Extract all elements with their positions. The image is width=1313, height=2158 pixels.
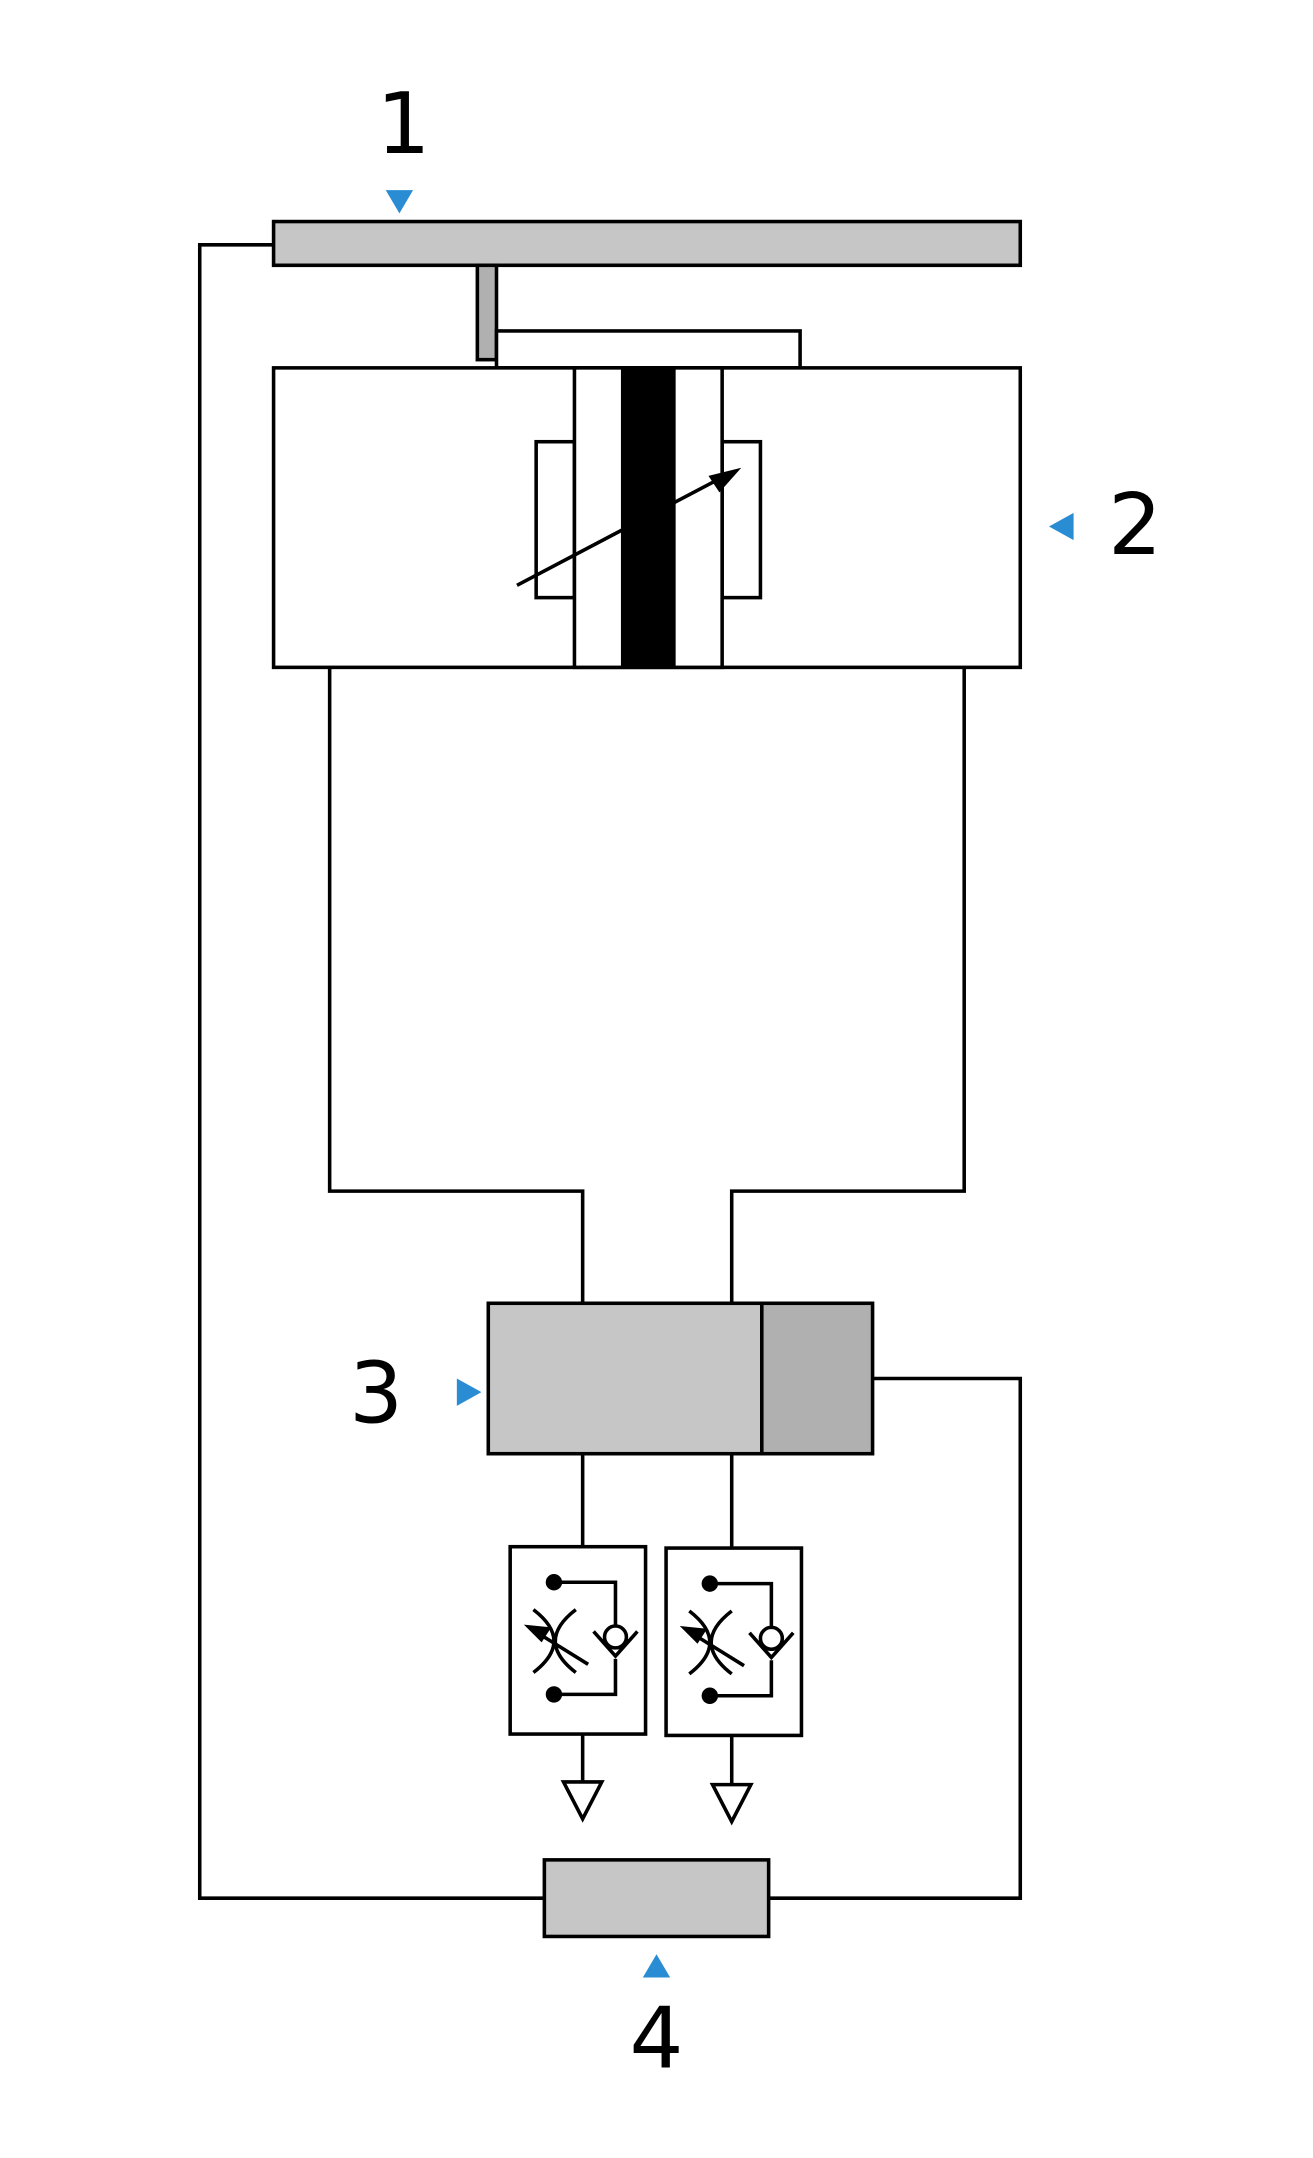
throttle-check-valve-icon [508, 1544, 648, 1736]
marker-4-icon [642, 1954, 671, 1978]
label-3: 3 [349, 1343, 403, 1442]
feedback-line-right [768, 1376, 1023, 1900]
label-2: 2 [1108, 475, 1162, 574]
cylinder-cap [494, 329, 802, 370]
component-1-bar [271, 219, 1023, 268]
pipe-right [729, 667, 966, 1304]
component-3-actuator [760, 1301, 875, 1456]
throttle-check-valve-icon [664, 1546, 804, 1738]
variable-arrow-icon [516, 474, 726, 587]
exhaust-triangle-icon [709, 1782, 754, 1826]
pipe-left [327, 667, 585, 1304]
component-3-valve [486, 1301, 764, 1456]
exhaust-triangle-icon [560, 1780, 605, 1823]
feedback-line-left [197, 243, 545, 1900]
stem [475, 263, 499, 362]
marker-1-icon [385, 190, 414, 214]
marker-2-icon [1048, 512, 1074, 541]
component-4-box [542, 1858, 771, 1939]
label-4: 4 [630, 1989, 684, 2088]
marker-3-icon [456, 1378, 482, 1406]
label-1: 1 [377, 74, 431, 173]
